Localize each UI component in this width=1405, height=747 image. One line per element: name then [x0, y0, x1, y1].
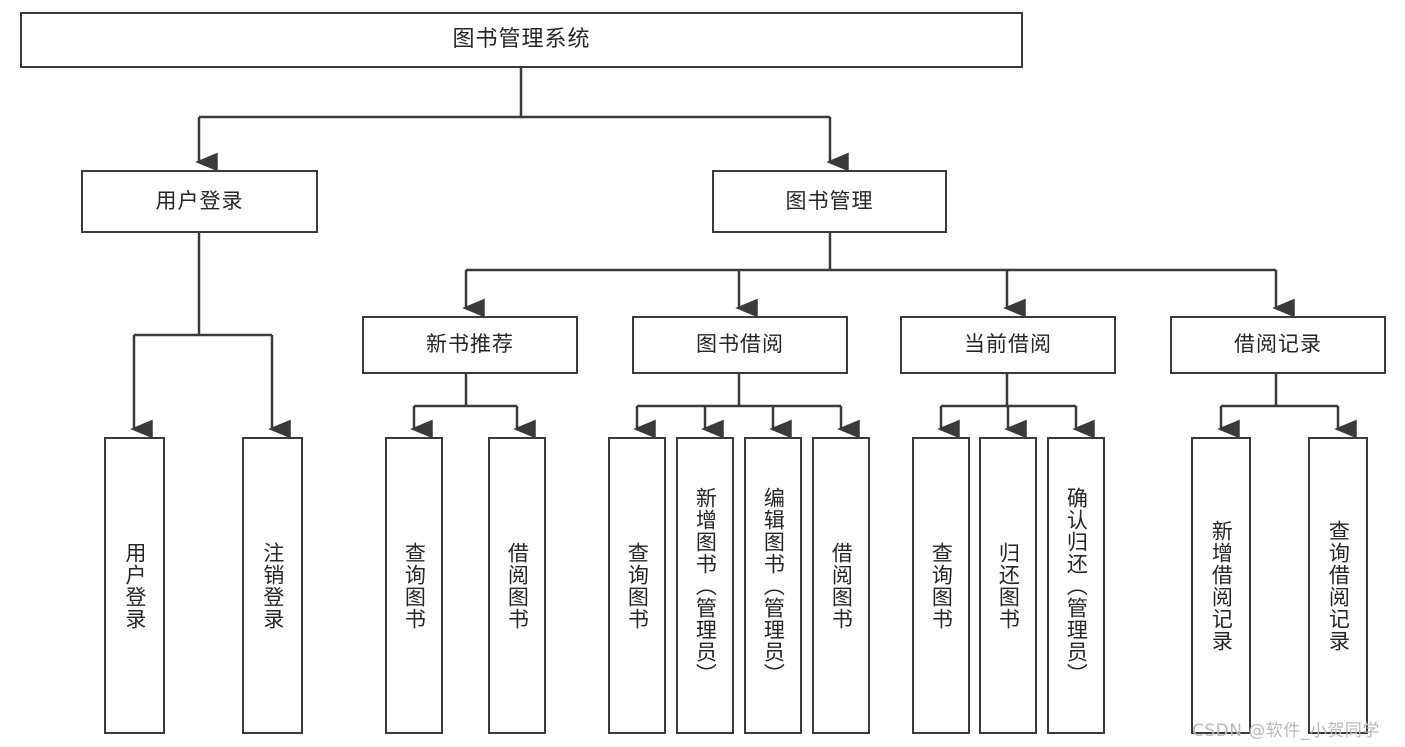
node-leaf-return-book-label: 归还图书: [996, 541, 1021, 630]
node-user-login[interactable]: 用户登录: [81, 170, 318, 233]
node-leaf-query-book-2[interactable]: 查询图书: [608, 437, 666, 734]
node-leaf-add-book-admin[interactable]: 新增图书（管理员）: [676, 437, 734, 734]
node-book-management-label: 图书管理: [785, 188, 874, 213]
node-leaf-add-book-admin-label: 新增图书（管理员）: [693, 486, 718, 685]
node-leaf-edit-book-admin-label: 编辑图书（管理员）: [761, 486, 786, 685]
node-leaf-borrow-book-2-label: 借阅图书: [829, 541, 854, 630]
node-leaf-query-book-2-label: 查询图书: [625, 541, 650, 630]
node-leaf-logout-login-label: 注销登录: [260, 541, 285, 630]
node-leaf-confirm-return-admin-label: 确认归还（管理员）: [1064, 486, 1089, 685]
node-leaf-query-borrow-record[interactable]: 查询借阅记录: [1308, 437, 1368, 734]
node-leaf-return-book[interactable]: 归还图书: [979, 437, 1037, 734]
node-book-borrow[interactable]: 图书借阅: [632, 316, 848, 374]
node-leaf-borrow-book-1[interactable]: 借阅图书: [488, 437, 546, 734]
csdn-watermark: CSDN @软件_小贺同学: [1192, 721, 1380, 741]
node-current-borrow-label: 当前借阅: [964, 332, 1052, 357]
node-root[interactable]: 图书管理系统: [20, 12, 1023, 68]
node-new-book-recommend[interactable]: 新书推荐: [362, 316, 578, 374]
node-book-borrow-label: 图书借阅: [696, 332, 784, 357]
node-leaf-query-book-3[interactable]: 查询图书: [912, 437, 970, 734]
node-leaf-borrow-book-1-label: 借阅图书: [505, 541, 530, 630]
node-user-login-label: 用户登录: [155, 188, 244, 213]
node-root-label: 图书管理系统: [452, 26, 591, 52]
node-leaf-query-borrow-record-label: 查询借阅记录: [1326, 519, 1351, 652]
node-leaf-user-login-label: 用户登录: [122, 541, 147, 630]
node-leaf-query-book-3-label: 查询图书: [929, 541, 954, 630]
node-leaf-query-book-1-label: 查询图书: [402, 541, 427, 630]
node-new-book-recommend-label: 新书推荐: [426, 332, 514, 357]
node-leaf-add-borrow-record[interactable]: 新增借阅记录: [1191, 437, 1251, 734]
node-leaf-edit-book-admin[interactable]: 编辑图书（管理员）: [744, 437, 802, 734]
node-leaf-query-book-1[interactable]: 查询图书: [385, 437, 443, 734]
node-leaf-user-login[interactable]: 用户登录: [104, 437, 165, 734]
node-borrow-record-label: 借阅记录: [1234, 332, 1322, 357]
node-book-management[interactable]: 图书管理: [712, 170, 947, 233]
node-leaf-logout-login[interactable]: 注销登录: [242, 437, 303, 734]
node-leaf-add-borrow-record-label: 新增借阅记录: [1209, 519, 1234, 652]
node-borrow-record[interactable]: 借阅记录: [1170, 316, 1386, 374]
node-current-borrow[interactable]: 当前借阅: [900, 316, 1116, 374]
node-leaf-borrow-book-2[interactable]: 借阅图书: [812, 437, 870, 734]
node-leaf-confirm-return-admin[interactable]: 确认归还（管理员）: [1047, 437, 1105, 734]
